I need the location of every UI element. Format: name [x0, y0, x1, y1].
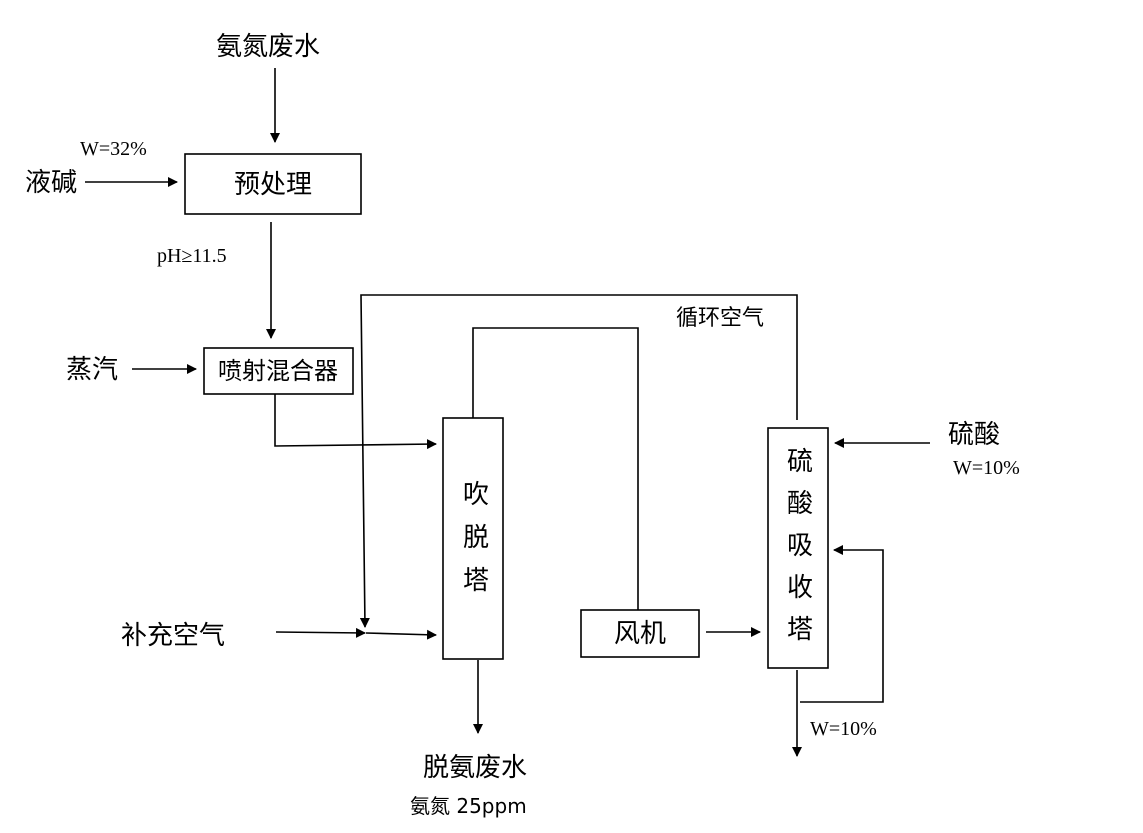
air-to-stripper-arrow [365, 629, 437, 640]
outlet-concentration-label: W=10% [810, 718, 877, 740]
absorber-char-2: 酸 [787, 489, 813, 519]
absorber-recirculation-line [800, 545, 884, 703]
jet-mixer-box [203, 347, 354, 395]
caustic-concentration-label: W=32% [80, 138, 147, 160]
ammonia-wastewater-label: 氨氮废水 [216, 32, 320, 62]
stripping-tower-box [442, 417, 504, 660]
stripping-tower-char-3: 塔 [463, 566, 489, 596]
mixer-to-stripper-line [274, 394, 437, 450]
sulfuric-acid-concentration-label: W=10% [953, 457, 1020, 479]
recycle-air-line [359, 294, 798, 628]
treated-water-label: 脱氨废水 [423, 753, 527, 783]
makeup-air-label: 补充空气 [121, 621, 225, 651]
stripping-tower-char-1: 吹 [463, 480, 489, 510]
stripper-to-fan-line [472, 327, 639, 610]
pretreatment-box [184, 153, 362, 215]
absorber-tower-box [767, 427, 829, 669]
caustic-label: 液碱 [25, 168, 77, 198]
absorber-char-1: 硫 [787, 447, 813, 477]
recycle-air-label: 循环空气 [676, 306, 764, 331]
absorber-char-3: 吸 [787, 531, 813, 561]
steam-label: 蒸汽 [66, 355, 118, 385]
pretreatment-label: 预处理 [234, 170, 312, 200]
treated-ammonia-label: 氨氮 25ppm [410, 794, 527, 818]
stripping-tower-char-2: 脱 [463, 523, 489, 553]
absorber-char-4: 收 [787, 573, 813, 603]
makeup-air-arrow [275, 627, 366, 638]
fan-box [580, 609, 700, 658]
ph-condition-label: pH≥11.5 [157, 245, 227, 267]
jet-mixer-label: 喷射混合器 [218, 357, 338, 385]
sulfuric-acid-label: 硫酸 [948, 420, 1000, 450]
absorber-char-5: 塔 [787, 615, 813, 645]
fan-label: 风机 [614, 619, 666, 649]
